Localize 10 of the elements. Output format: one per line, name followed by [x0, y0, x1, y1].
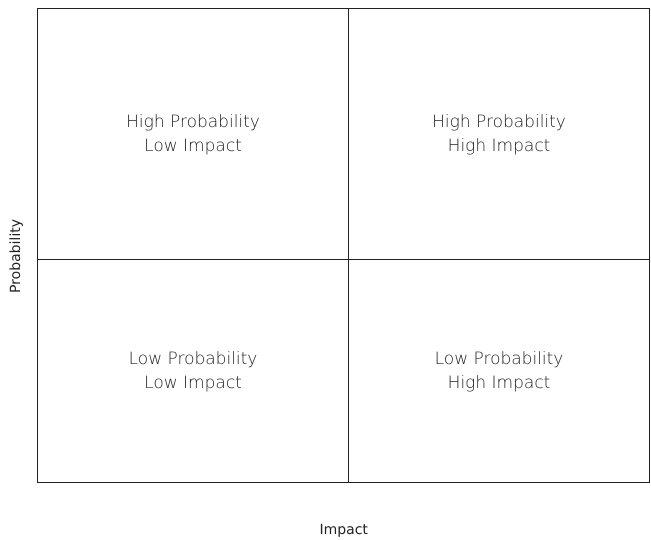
quadrant-cell — [348, 8, 650, 260]
quadrant-label: High Probability Low Impact — [125, 111, 261, 158]
axis-label: Probability — [8, 219, 24, 294]
quadrant-cell — [37, 259, 349, 483]
quadrant-label: High Probability High Impact — [431, 111, 567, 158]
axis-label: Impact — [320, 522, 368, 538]
quadrant-label: Low Probability Low Impact — [128, 348, 258, 395]
quadrant-label: Low Probability High Impact — [434, 348, 564, 395]
quadrant-cell — [348, 259, 650, 483]
quadrant-cell — [37, 8, 349, 260]
